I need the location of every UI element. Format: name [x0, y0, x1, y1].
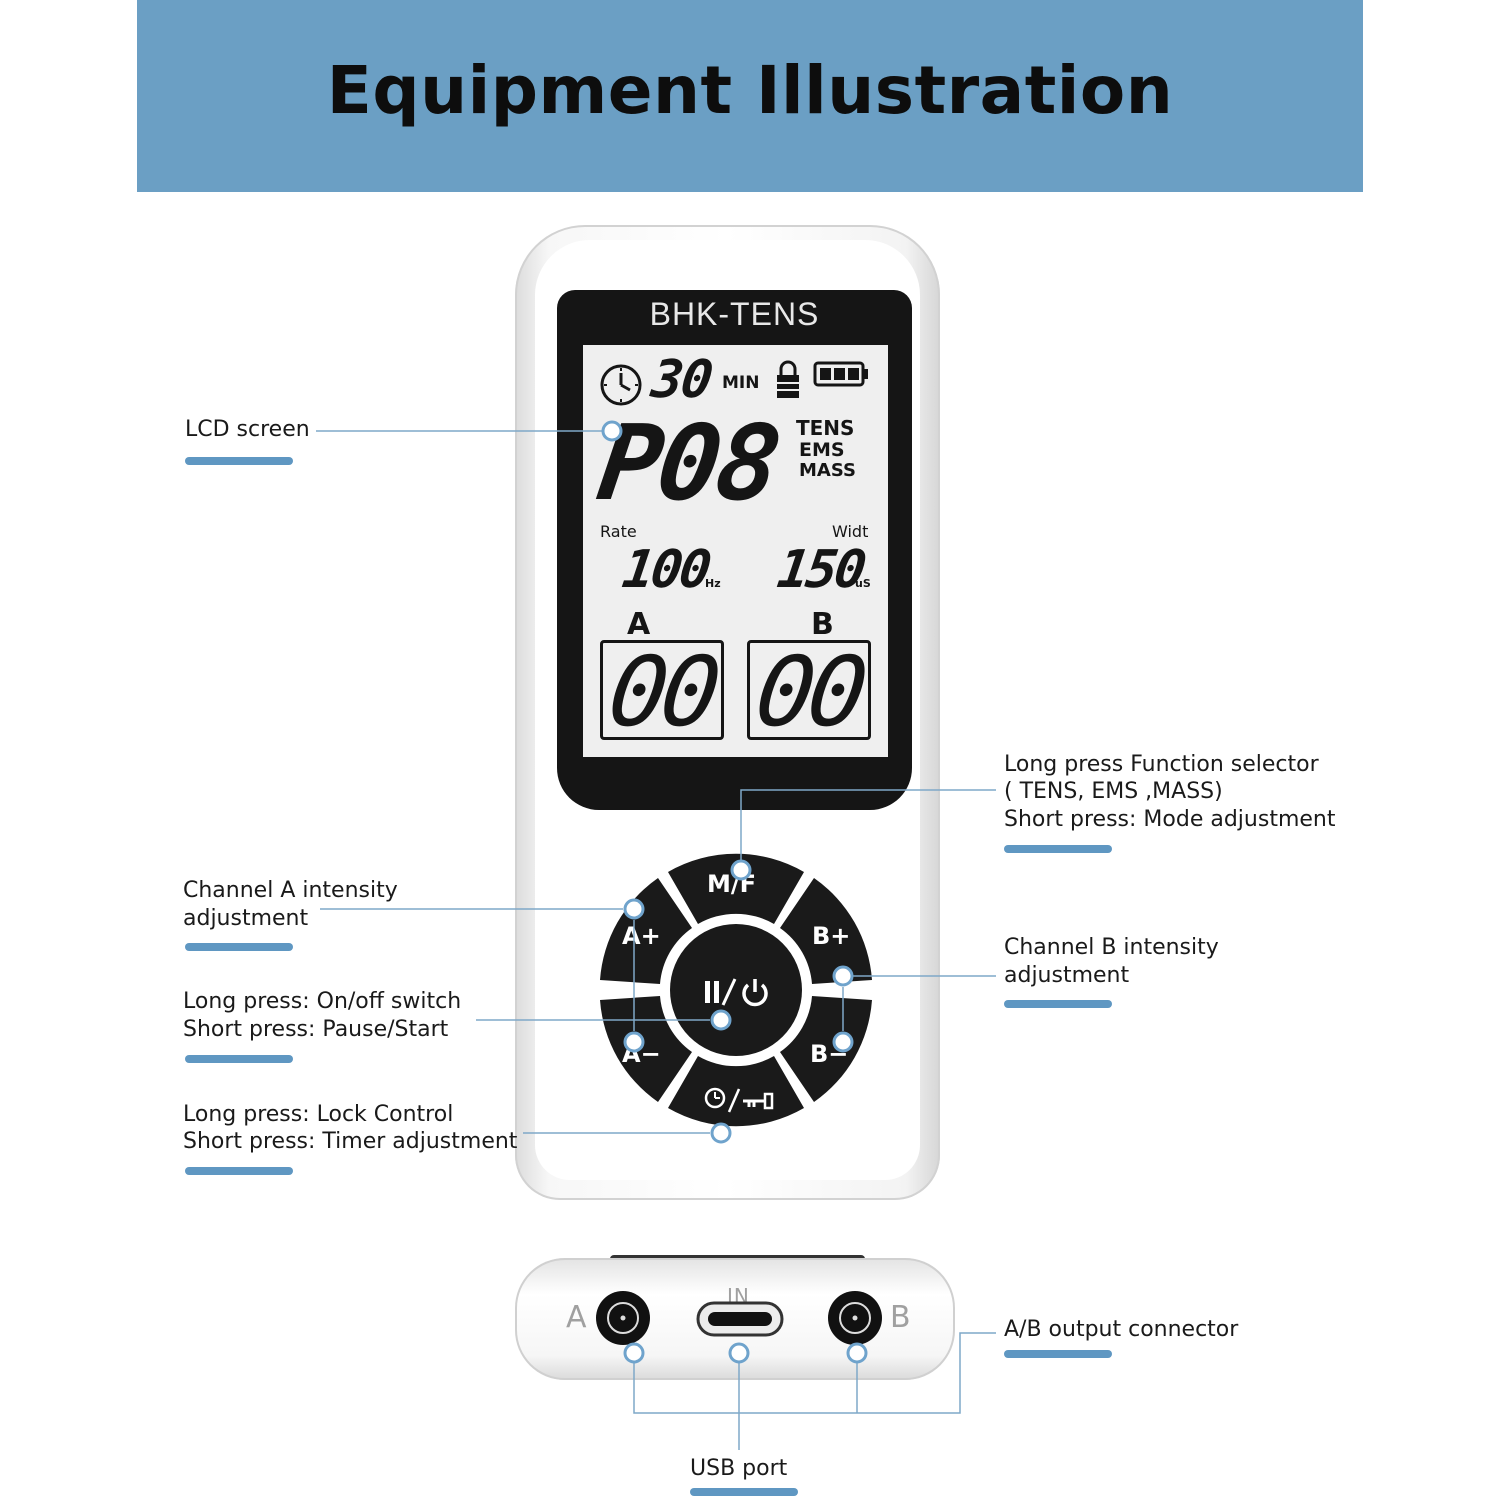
marker-jack-a [623, 1342, 645, 1364]
page-title: Equipment Illustration [326, 52, 1174, 129]
marker-function [730, 859, 752, 881]
channel-b-box [747, 640, 871, 740]
callout-underline [1004, 1000, 1112, 1008]
output-jack-a[interactable] [596, 1291, 650, 1345]
marker-b-minus [832, 1031, 854, 1053]
timer-unit: MIN [722, 373, 760, 393]
callout-function-line3: Short press: Mode adjustment [1004, 807, 1336, 832]
marker-power [710, 1009, 732, 1031]
channel-a-box [600, 640, 724, 740]
rate-unit: Hz [705, 577, 721, 590]
mode-ems: EMS [799, 439, 845, 461]
b-plus-button-label: B+ [812, 922, 851, 950]
callout-underline [185, 1167, 293, 1175]
marker-b-plus [832, 965, 854, 987]
callout-lock-line1: Long press: Lock Control [183, 1102, 454, 1127]
lcd-screen [583, 345, 888, 757]
marker-a-minus [623, 1031, 645, 1053]
a-plus-button-label: A+ [622, 922, 661, 950]
callout-underline [185, 943, 293, 951]
callout-channel-a-line1: Channel A intensity [183, 878, 398, 903]
usb-c-port[interactable] [696, 1301, 784, 1337]
callout-channel-b-line2: adjustment [1004, 963, 1130, 988]
marker-usb [728, 1342, 750, 1364]
marker-lock [710, 1122, 732, 1144]
output-jack-b[interactable] [828, 1291, 882, 1345]
callout-function-line2: ( TENS, EMS ,MASS) [1004, 779, 1223, 804]
callout-channel-b-line1: Channel B intensity [1004, 935, 1219, 960]
callout-output-connector: A/B output connector [1004, 1317, 1239, 1342]
port-a-label: A [566, 1300, 587, 1335]
a-minus-segment[interactable] [600, 996, 692, 1102]
callout-underline [185, 1055, 293, 1063]
width-label: Widt [832, 522, 869, 541]
timer-key-icon [704, 1087, 774, 1113]
marker-jack-b [846, 1342, 868, 1364]
callout-power-line1: Long press: On/off switch [183, 989, 462, 1014]
callout-underline [1004, 1350, 1112, 1358]
mode-mass: MASS [799, 460, 856, 481]
title-banner [137, 0, 1363, 192]
battery-icon [813, 361, 868, 387]
mode-tens: TENS [796, 416, 855, 440]
marker-a-plus [623, 898, 645, 920]
callout-underline [1004, 845, 1112, 853]
callout-power-line2: Short press: Pause/Start [183, 1017, 449, 1042]
b-minus-segment[interactable] [780, 996, 872, 1102]
clock-icon [600, 364, 642, 406]
b-plus-segment[interactable] [780, 878, 872, 984]
a-plus-segment[interactable] [600, 878, 692, 984]
lock-icon [777, 360, 799, 398]
callout-underline [185, 457, 293, 465]
callout-lock-line2: Short press: Timer adjustment [183, 1129, 518, 1154]
callout-channel-a-line2: adjustment [183, 906, 309, 931]
channel-a-label: A [627, 607, 651, 642]
mode-function-segment[interactable] [668, 853, 804, 924]
pause-power-icon [705, 978, 768, 1007]
callout-function-line1: Long press Function selector [1004, 752, 1319, 777]
bottom-ports [596, 1291, 882, 1345]
device-brand: BHK-TENS [649, 296, 820, 332]
width-unit: uS [855, 577, 871, 590]
callout-usb-port: USB port [690, 1456, 788, 1481]
rate-label: Rate [600, 522, 637, 541]
callout-lcd-screen: LCD screen [185, 417, 310, 442]
channel-b-label: B [811, 607, 834, 642]
marker-lcd [601, 420, 623, 442]
power-pause-button[interactable] [670, 924, 802, 1056]
port-b-label: B [890, 1300, 911, 1335]
callout-underline [690, 1488, 798, 1496]
